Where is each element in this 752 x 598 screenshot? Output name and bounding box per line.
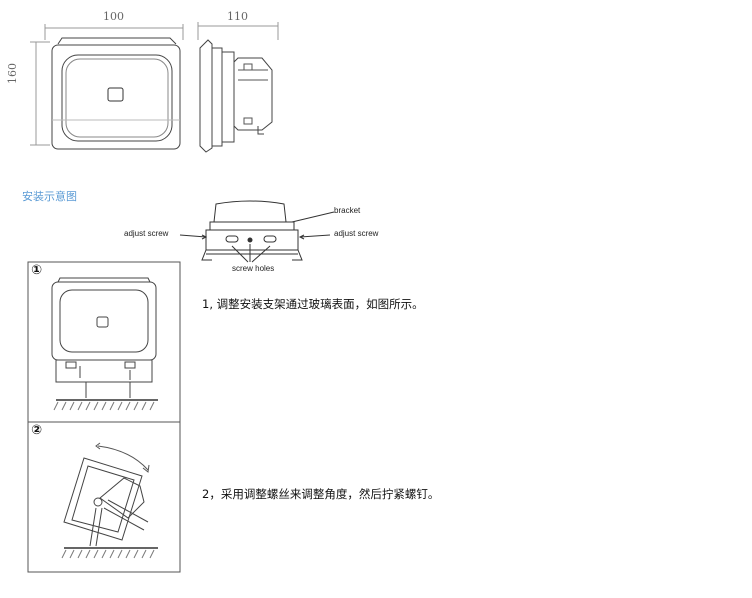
callout-bracket: bracket [334, 206, 361, 215]
front-view-drawing [30, 24, 184, 150]
section-title: 安装示意图 [22, 190, 77, 203]
step-1-illustration [51, 277, 158, 411]
dimension-front-height: 160 [6, 63, 19, 84]
callout-adjust-screw-right: adjust screw [334, 229, 379, 238]
bracket-diagram [179, 200, 335, 263]
side-view-drawing [197, 22, 279, 153]
step-2-illustration [61, 442, 158, 559]
callout-screw-holes: screw holes [232, 264, 275, 273]
dimension-front-width: 100 [103, 10, 124, 23]
callout-adjust-screw-left: adjust screw [124, 229, 169, 238]
step-panels [27, 261, 181, 573]
step-2-badge: ② [31, 423, 43, 438]
step-1-text: 1, 调整安装支架通过玻璃表面，如图所示。 [202, 297, 424, 311]
step-2-text: 2，采用调整螺丝来调整角度，然后拧紧螺钉。 [202, 487, 440, 501]
dimension-side-width: 110 [227, 10, 248, 23]
step-1-badge: ① [31, 263, 43, 278]
